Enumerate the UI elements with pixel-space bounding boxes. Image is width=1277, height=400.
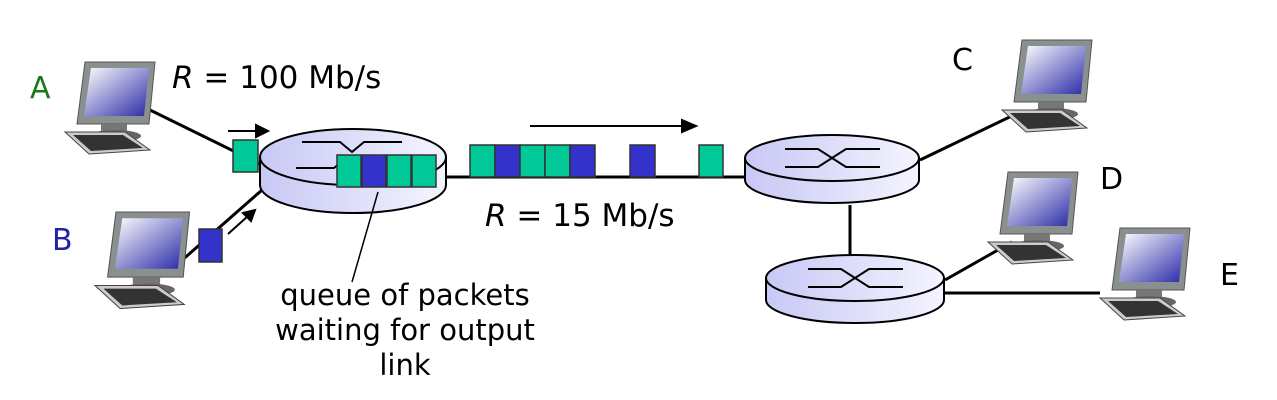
host-d-label: D — [1100, 162, 1123, 197]
router-3-icon[interactable] — [765, 254, 945, 324]
host-c-label: C — [952, 43, 973, 78]
link-packet — [544, 144, 571, 178]
queue-label: queue of packets waiting for output link — [275, 278, 535, 382]
queue-packet — [361, 154, 387, 188]
packets — [198, 139, 724, 263]
rate-variable: R — [172, 60, 194, 96]
arrow-link-icon — [530, 118, 699, 134]
link-b-router1 — [179, 188, 263, 264]
packet-a-incoming — [232, 139, 259, 173]
queue-label-line: link — [379, 348, 430, 382]
host-e-label: E — [1220, 258, 1239, 293]
queue-pointer-line — [351, 191, 379, 283]
arrow-a-icon — [228, 123, 271, 139]
link-packet — [569, 144, 596, 178]
rate-value: = 100 Mb/s — [194, 60, 382, 96]
trunk-rate-label: R = 15 Mb/s — [485, 198, 675, 234]
link-packet — [698, 144, 724, 178]
computer-e-icon[interactable] — [1099, 227, 1191, 321]
arrow-b-icon — [227, 208, 257, 235]
host-a-label: A — [30, 71, 51, 106]
queue-packet — [386, 154, 412, 188]
link-router2-c — [919, 110, 1021, 162]
computer-d-icon[interactable] — [987, 171, 1079, 265]
link-packet — [469, 144, 496, 178]
rate-value: = 15 Mb/s — [507, 198, 675, 234]
link-packet — [629, 144, 656, 178]
queue-packet — [411, 154, 437, 188]
rate-variable: R — [485, 198, 507, 234]
computer-a-icon[interactable] — [64, 61, 156, 155]
queue-packet — [336, 154, 362, 188]
host-b-label: B — [52, 223, 73, 258]
computer-b-icon[interactable] — [94, 211, 191, 310]
packet-b-incoming — [198, 228, 223, 263]
access-rate-label: R = 100 Mb/s — [172, 60, 381, 96]
queue-label-line: queue of packets — [280, 278, 529, 312]
router-2-icon[interactable] — [744, 134, 920, 204]
link-packet — [494, 144, 521, 178]
link-packet — [519, 144, 546, 178]
computer-c-icon[interactable] — [1001, 39, 1093, 133]
queue-label-line: waiting for output — [275, 313, 535, 347]
